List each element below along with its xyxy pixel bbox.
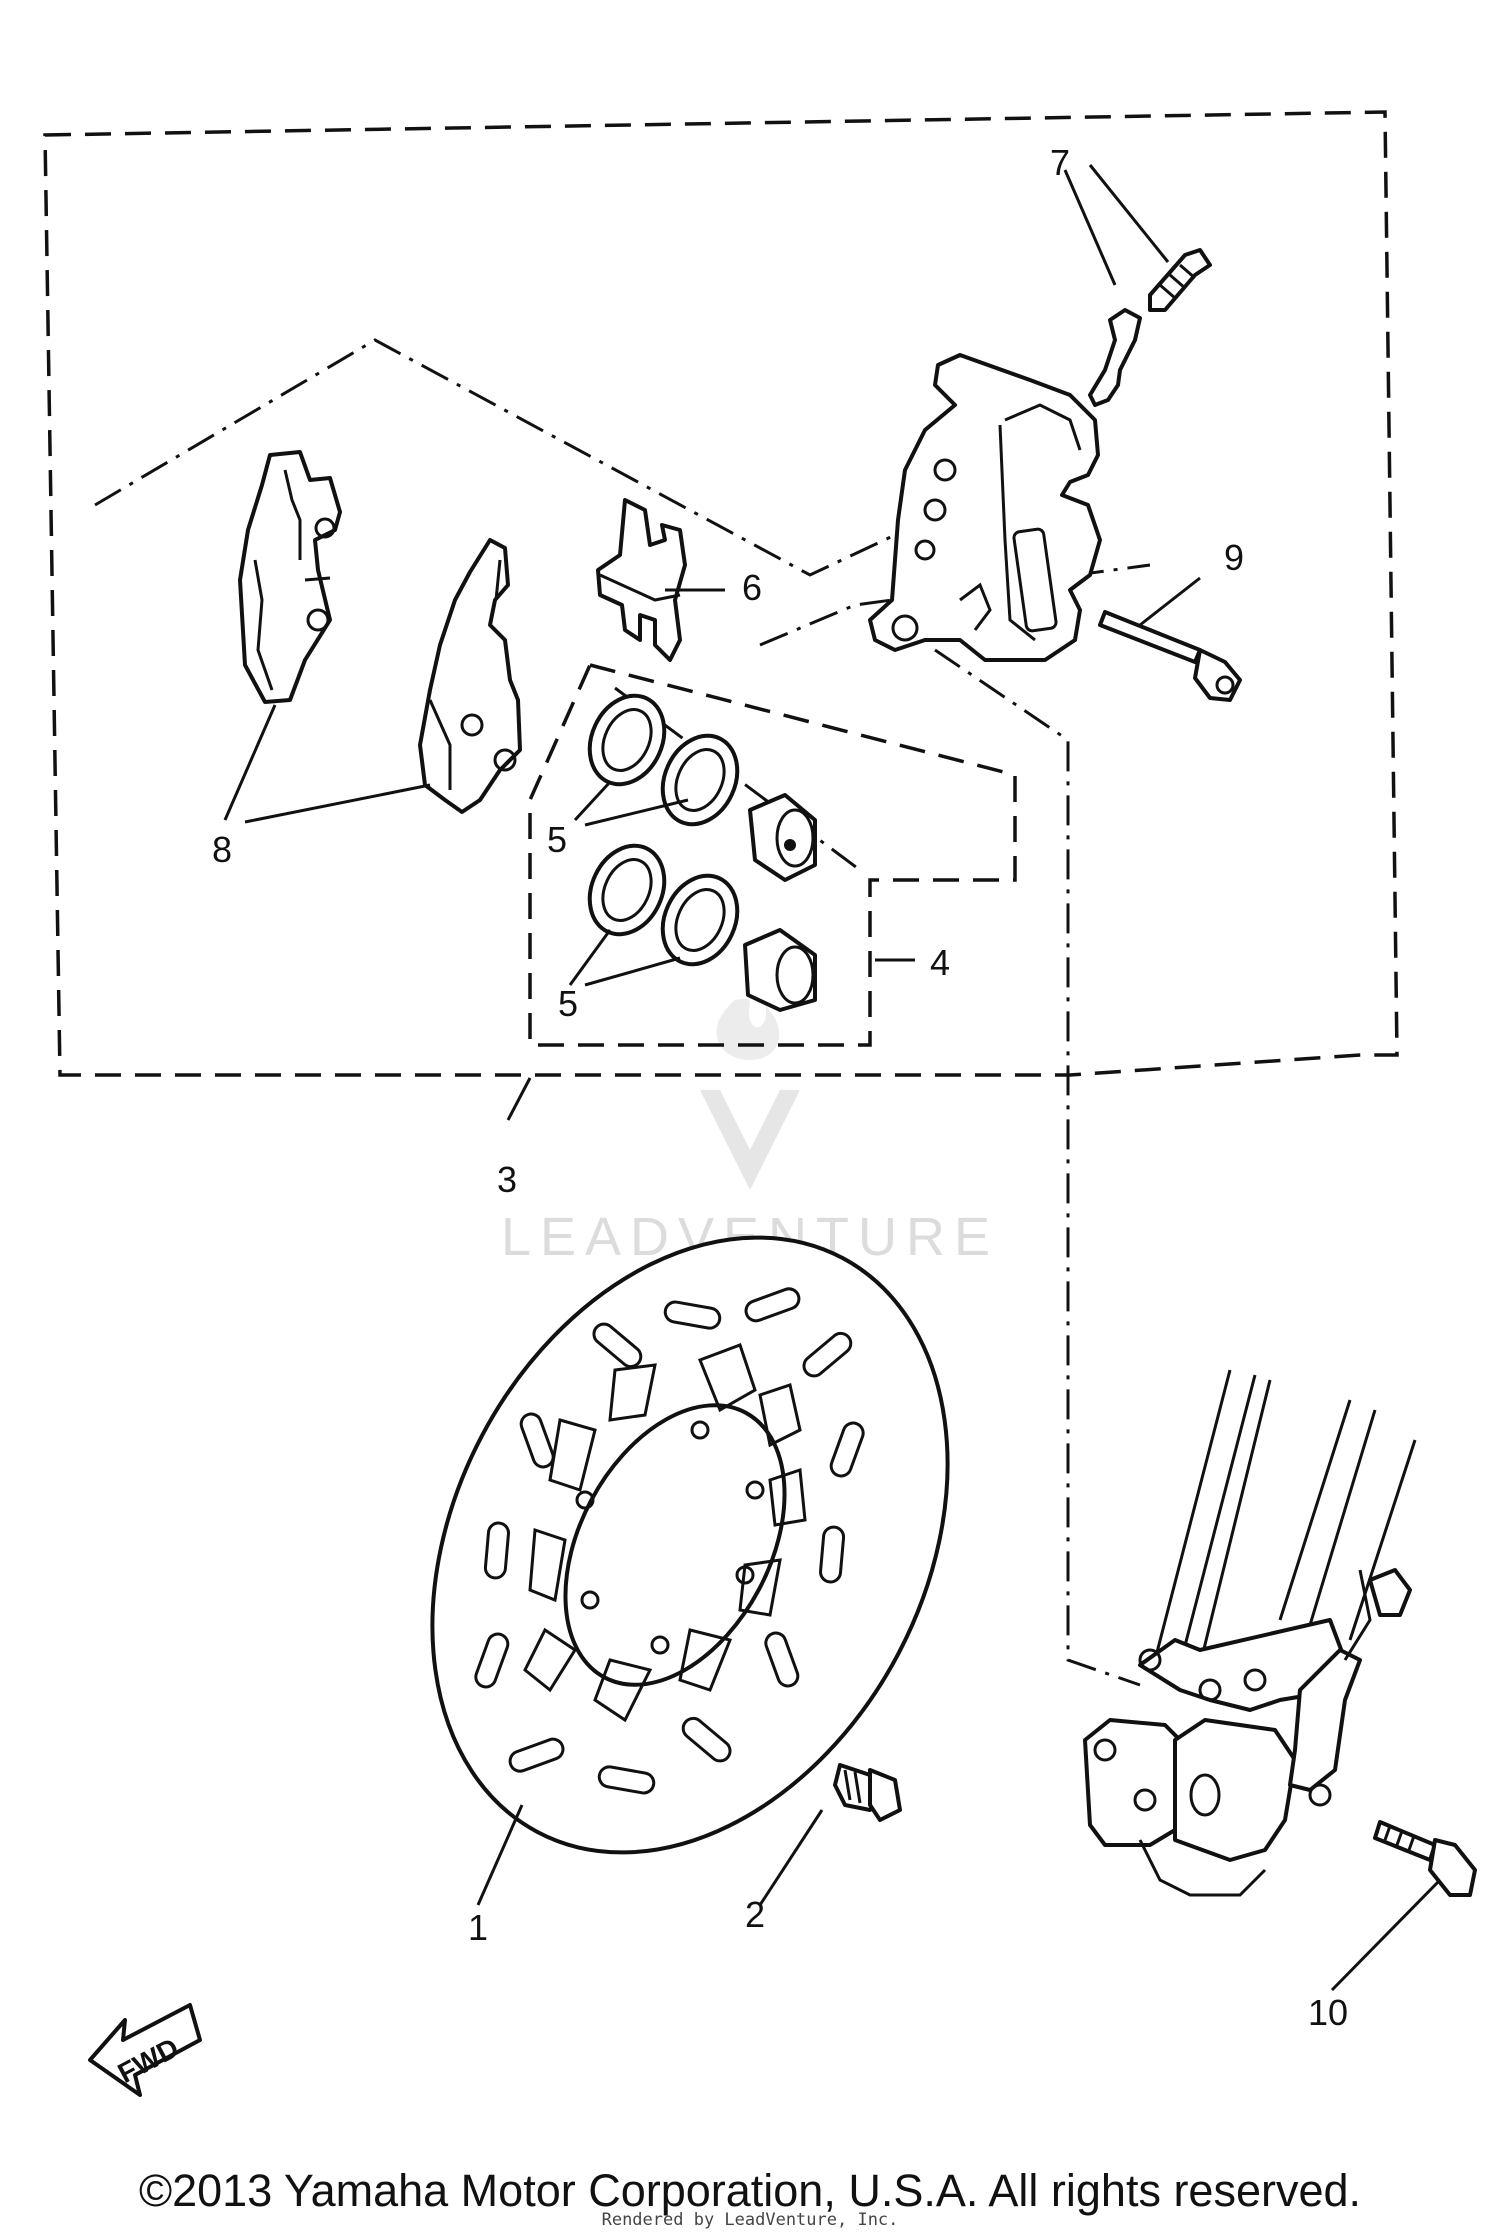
brake-pad-left: [238, 450, 342, 704]
disc-screw: [833, 1763, 902, 1822]
callout-2: 2: [745, 1894, 765, 1935]
brake-disc: [430, 1235, 950, 1855]
rendered-by-notice: Rendered by LeadVenture, Inc.: [601, 2210, 899, 2230]
leader-lines: [223, 164, 1442, 1992]
callout-5-upper: 5: [547, 819, 567, 860]
caliper-assembly-boundary: [43, 110, 1399, 1077]
brake-pad-right: [418, 538, 522, 814]
fwd-arrow-icon: FWD: [88, 2003, 202, 2097]
seal-kit-boundary: [528, 662, 1017, 1047]
callout-1: 1: [468, 1907, 488, 1948]
front-fork: [1083, 1369, 1417, 1897]
assembly-line-pads: [94, 338, 896, 577]
callout-3: 3: [497, 1159, 517, 1200]
assembly-line-caliper-to-fork: [934, 648, 1141, 1687]
callout-4: 4: [930, 942, 950, 983]
pinch-bolt: [1373, 1820, 1477, 1897]
leadventure-watermark: LEADVENTURE: [501, 998, 990, 1267]
callout-9: 9: [1224, 537, 1244, 578]
pad-spring: [596, 498, 687, 662]
bleed-screw-and-cap: [1088, 248, 1212, 407]
caliper-pistons: [743, 793, 817, 1012]
callout-6: 6: [742, 567, 762, 608]
callout-8: 8: [212, 829, 232, 870]
callout-numbers: 7 8 6 9 5 5 4 3 1 2 10: [212, 142, 1348, 2033]
copyright-notice: ©2013 Yamaha Motor Corporation, U.S.A. A…: [138, 2165, 1362, 2216]
callout-7: 7: [1050, 142, 1070, 183]
callout-10: 10: [1308, 1992, 1348, 2033]
brake-caliper: [868, 353, 1102, 662]
callout-5-lower: 5: [558, 983, 578, 1024]
caliper-bolt: [1098, 610, 1242, 702]
piston-seals: [587, 693, 740, 967]
